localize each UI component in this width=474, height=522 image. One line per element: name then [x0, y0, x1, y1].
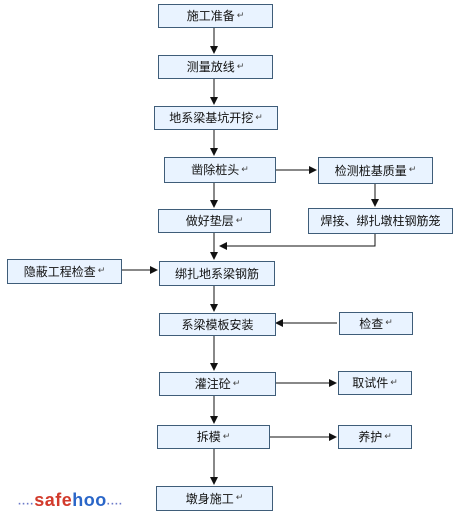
- node-demold-label: 拆模: [196, 430, 221, 444]
- text-glyph-icon: ↵: [235, 215, 244, 226]
- node-sample-label: 取试件: [352, 376, 389, 390]
- watermark-dots-right: ....: [106, 495, 123, 508]
- text-glyph-icon: ↵: [236, 10, 245, 21]
- watermark-logo: ....safehoo....: [18, 490, 123, 511]
- node-hidden-check: 隐蔽工程检查↵: [7, 259, 122, 284]
- text-glyph-icon: ↵: [390, 377, 398, 388]
- node-pier: 墩身施工↵: [156, 486, 273, 511]
- node-weld-rebar-label: 焊接、绑扎墩柱钢筋笼: [320, 214, 441, 228]
- text-glyph-icon: ↵: [97, 266, 106, 276]
- node-cushion: 做好垫层↵: [158, 209, 271, 233]
- node-inspect: 检查↵: [339, 312, 413, 335]
- watermark-safe: safe: [34, 490, 73, 510]
- text-glyph-icon: ↵: [385, 318, 393, 328]
- text-glyph-icon: ↵: [241, 164, 249, 175]
- node-bind-rebar-label: 绑扎地系梁钢筋: [174, 266, 259, 281]
- text-glyph-icon: ↵: [384, 431, 392, 442]
- text-glyph-icon: ↵: [408, 165, 417, 175]
- node-weld-rebar: 焊接、绑扎墩柱钢筋笼: [308, 208, 453, 234]
- node-inspect-label: 检查: [359, 316, 384, 331]
- node-pile-head: 凿除桩头↵: [164, 157, 276, 183]
- node-cure: 养护↵: [338, 425, 412, 449]
- watermark-dots-left: ....: [18, 495, 35, 508]
- node-cushion-label: 做好垫层: [185, 214, 234, 228]
- node-bind-rebar: 绑扎地系梁钢筋: [159, 261, 275, 286]
- node-hidden-check-label: 隐蔽工程检查: [23, 264, 96, 279]
- node-demold: 拆模↵: [157, 425, 270, 449]
- arrow-weld-bindrebar: [219, 234, 376, 250]
- watermark-hoo: hoo: [72, 490, 107, 510]
- node-formwork-label: 系梁模板安装: [181, 317, 254, 332]
- node-pile-head-label: 凿除桩头: [191, 163, 240, 177]
- node-excavate-label: 地系梁基坑开挖: [169, 111, 254, 125]
- text-glyph-icon: ↵: [255, 112, 263, 123]
- node-pour-label: 灌注砼: [194, 377, 231, 391]
- node-survey: 测量放线↵: [158, 55, 273, 79]
- node-pour: 灌注砼↵: [159, 372, 276, 396]
- node-survey-label: 测量放线: [186, 60, 235, 74]
- node-excavate: 地系梁基坑开挖↵: [154, 106, 278, 130]
- node-pier-label: 墩身施工: [185, 491, 234, 506]
- node-cure-label: 养护: [358, 430, 383, 444]
- text-glyph-icon: ↵: [236, 61, 245, 72]
- node-formwork: 系梁模板安装: [159, 313, 276, 336]
- node-pile-check-label: 检测桩基质量: [334, 163, 407, 178]
- text-glyph-icon: ↵: [222, 431, 231, 442]
- text-glyph-icon: ↵: [232, 378, 241, 389]
- node-prep-label: 施工准备: [186, 9, 235, 23]
- text-glyph-icon: ↵: [235, 493, 244, 503]
- node-sample: 取试件↵: [338, 371, 412, 395]
- node-pile-check: 检测桩基质量↵: [318, 157, 433, 184]
- node-prep: 施工准备↵: [158, 4, 273, 28]
